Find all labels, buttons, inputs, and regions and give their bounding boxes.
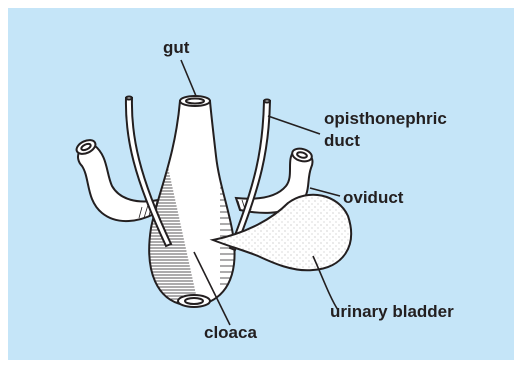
opisthonephric-duct-label-line2: duct (324, 131, 360, 151)
oviduct-label: oviduct (343, 188, 403, 208)
cloaca-diagram-panel: gut opisthonephric duct oviduct urinary … (8, 8, 514, 360)
cloaca-label: cloaca (204, 323, 257, 343)
gut-label: gut (163, 38, 189, 58)
urinary-bladder-label: urinary bladder (330, 302, 454, 322)
opisthonephric-duct-label-line1: opisthonephric (324, 109, 447, 129)
